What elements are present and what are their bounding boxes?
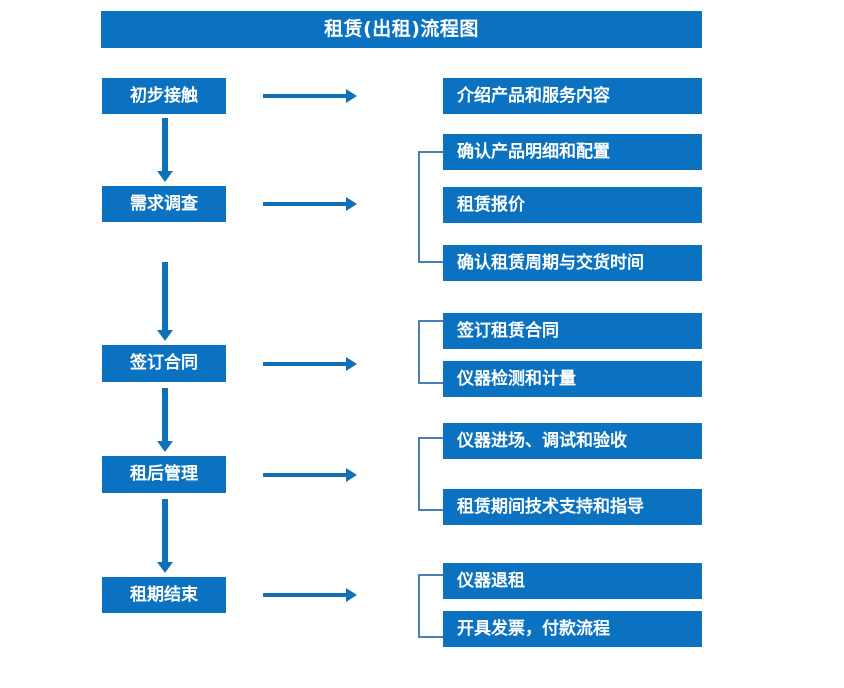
vertical-arrow-4-shaft — [162, 499, 168, 562]
vertical-arrow-1-shaft — [162, 118, 168, 171]
chart-title: 租赁(出租)流程图 — [324, 18, 479, 40]
horizontal-arrow-5 — [263, 588, 357, 602]
vertical-arrow-3-head — [157, 441, 173, 452]
detail-node-9[interactable]: 仪器退租 — [443, 563, 702, 599]
horizontal-arrow-1 — [263, 89, 357, 103]
detail-node-4[interactable]: 确认租赁周期与交货时间 — [443, 245, 702, 281]
detail-node-6[interactable]: 仪器检测和计量 — [443, 361, 702, 397]
horizontal-arrow-1-head — [346, 89, 357, 103]
detail-node-10-label: 开具发票，付款流程 — [457, 618, 610, 639]
detail-node-5[interactable]: 签订租赁合同 — [443, 313, 702, 349]
detail-node-5-label: 签订租赁合同 — [457, 320, 559, 341]
detail-node-9-label: 仪器退租 — [457, 570, 525, 591]
horizontal-arrow-3 — [263, 357, 357, 371]
detail-node-8-label: 租赁期间技术支持和指导 — [457, 496, 644, 517]
horizontal-arrow-4-head — [346, 468, 357, 482]
group-bracket-2 — [418, 320, 443, 384]
vertical-arrow-3 — [157, 388, 173, 452]
stage-node-1-label: 初步接触 — [130, 85, 198, 106]
vertical-arrow-1-head — [157, 171, 173, 182]
chart-title-bar: 租赁(出租)流程图 — [101, 11, 702, 48]
detail-node-2-label: 确认产品明细和配置 — [457, 141, 610, 162]
vertical-arrow-2 — [157, 262, 173, 341]
vertical-arrow-4-head — [157, 562, 173, 573]
stage-node-4-label: 租后管理 — [130, 464, 198, 484]
detail-node-1[interactable]: 介绍产品和服务内容 — [443, 78, 702, 114]
detail-node-7-label: 仪器进场、调试和验收 — [457, 430, 627, 451]
group-bracket-3 — [418, 437, 443, 511]
detail-node-8[interactable]: 租赁期间技术支持和指导 — [443, 489, 702, 525]
detail-node-4-label: 确认租赁周期与交货时间 — [457, 252, 644, 273]
group-bracket-1 — [418, 151, 443, 263]
stage-node-2-label: 需求调查 — [130, 193, 198, 214]
vertical-arrow-4 — [157, 499, 173, 573]
stage-node-5[interactable]: 租期结束 — [102, 577, 226, 613]
horizontal-arrow-5-shaft — [263, 593, 347, 597]
horizontal-arrow-2 — [263, 197, 357, 211]
vertical-arrow-3-shaft — [162, 388, 168, 441]
vertical-arrow-1 — [157, 118, 173, 182]
horizontal-arrow-5-head — [346, 588, 357, 602]
stage-node-1[interactable]: 初步接触 — [102, 78, 226, 114]
detail-node-6-label: 仪器检测和计量 — [457, 368, 576, 389]
group-bracket-4 — [418, 574, 443, 638]
horizontal-arrow-3-head — [346, 357, 357, 371]
stage-node-3[interactable]: 签订合同 — [102, 345, 226, 382]
stage-node-5-label: 租期结束 — [130, 584, 198, 605]
horizontal-arrow-2-head — [346, 197, 357, 211]
horizontal-arrow-3-shaft — [263, 362, 347, 366]
detail-node-10[interactable]: 开具发票，付款流程 — [443, 611, 702, 647]
stage-node-3-label: 签订合同 — [130, 353, 198, 373]
horizontal-arrow-1-shaft — [263, 94, 347, 98]
detail-node-1-label: 介绍产品和服务内容 — [457, 85, 610, 106]
vertical-arrow-2-shaft — [162, 262, 168, 330]
detail-node-3[interactable]: 租赁报价 — [443, 187, 702, 223]
horizontal-arrow-4-shaft — [263, 473, 347, 477]
detail-node-2[interactable]: 确认产品明细和配置 — [443, 134, 702, 170]
detail-node-3-label: 租赁报价 — [457, 194, 525, 215]
stage-node-2[interactable]: 需求调查 — [102, 186, 226, 222]
detail-node-7[interactable]: 仪器进场、调试和验收 — [443, 423, 702, 459]
vertical-arrow-2-head — [157, 330, 173, 341]
stage-node-4[interactable]: 租后管理 — [102, 456, 226, 493]
horizontal-arrow-4 — [263, 468, 357, 482]
horizontal-arrow-2-shaft — [263, 202, 347, 206]
